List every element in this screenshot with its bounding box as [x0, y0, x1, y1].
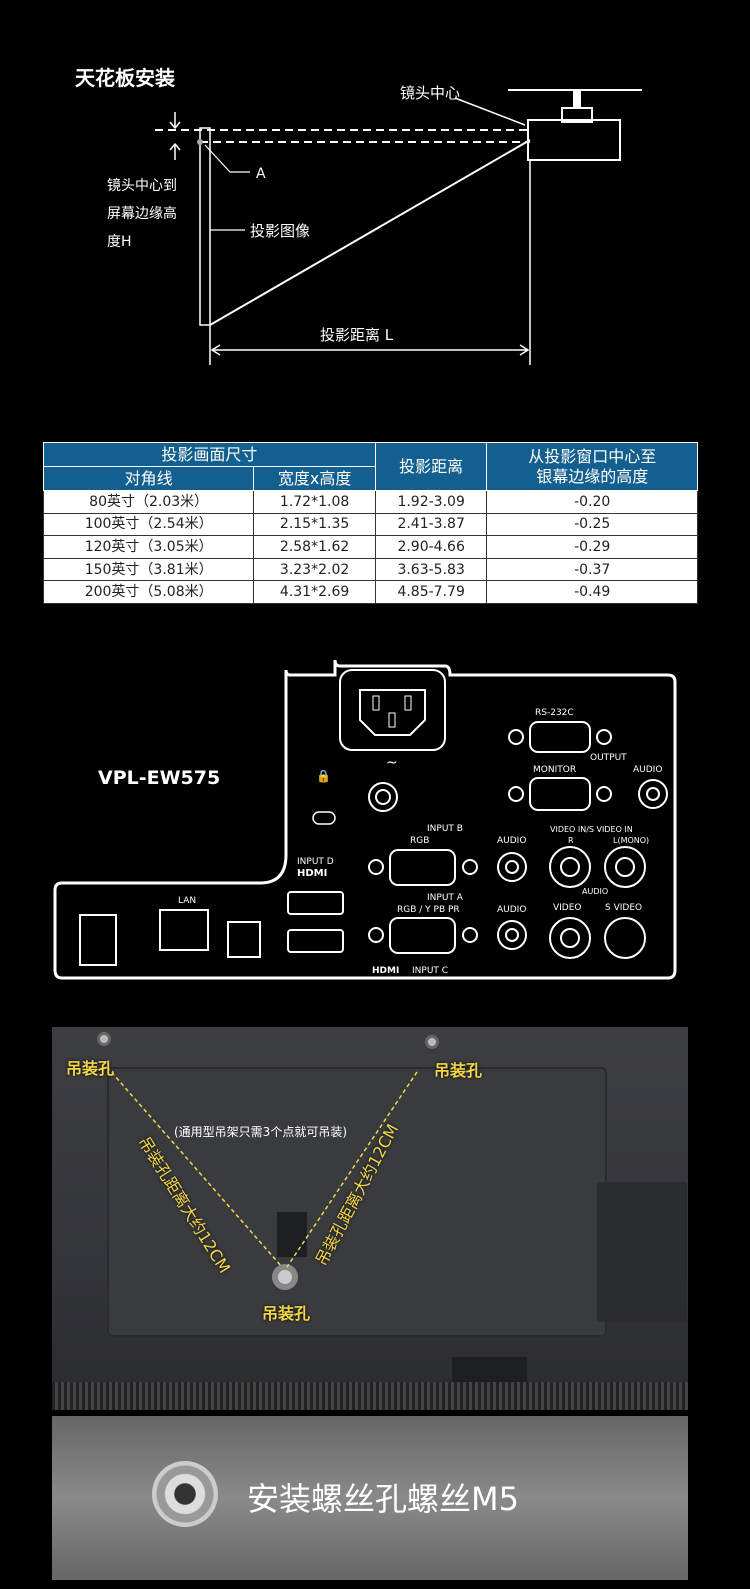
- output-label: OUTPUT: [590, 753, 627, 763]
- diagram-title: 天花板安装: [75, 66, 175, 90]
- cell: 1.92-3.09: [374, 490, 488, 514]
- connector-panel: VPL-EW575 ~ 🔒 RS-232C OUTPUT MONITOR AUD…: [53, 659, 677, 980]
- cell: 120英寸（3.05米）: [42, 535, 255, 559]
- screw-hole-icon: [152, 1461, 218, 1527]
- video-audio-label: AUDIO: [582, 887, 608, 896]
- l-mono-label: L(MONO): [613, 836, 649, 845]
- hanging-hole-left: [97, 1032, 111, 1046]
- screw-banner-text: 安装螺丝孔螺丝M5: [247, 1480, 519, 1518]
- cell: 100英寸（2.54米）: [42, 512, 255, 537]
- input-b-audio-label: AUDIO: [497, 836, 526, 846]
- video-in-label: VIDEO IN/S VIDEO IN: [550, 825, 633, 834]
- cell: 2.58*1.62: [253, 535, 376, 559]
- r-label: R: [568, 836, 574, 845]
- header-screen-size: 投影画面尺寸: [43, 442, 376, 467]
- cell: -0.29: [486, 535, 698, 559]
- cell: 3.23*2.02: [253, 557, 376, 582]
- header-height-line1: 从投影窗口中心至: [528, 446, 657, 466]
- monitor-label: MONITOR: [533, 765, 576, 775]
- cell: 2.90-4.66: [374, 535, 488, 559]
- cell: 1.72*1.08: [253, 490, 376, 514]
- projection-size-table: 投影画面尺寸 投影距离 从投影窗口中心至银幕边缘的高度 对角线 宽度x高度 80…: [42, 442, 698, 604]
- video-label: VIDEO: [553, 903, 582, 913]
- header-height: 从投影窗口中心至银幕边缘的高度: [486, 442, 698, 491]
- projector-bottom-photo: 吊装孔 吊装孔 吊装孔 (通用型吊架只需3个点就可吊装) 吊装孔距离大约12CM…: [52, 1027, 688, 1410]
- input-b-label: INPUT B: [427, 824, 463, 834]
- rgb-label: RGB: [410, 836, 429, 846]
- hdmi-d-port: [287, 891, 344, 915]
- model-name: VPL-EW575: [98, 767, 220, 789]
- projected-image-label: 投影图像: [250, 222, 310, 240]
- usb-a-port: [79, 914, 117, 966]
- cell: -0.37: [486, 557, 698, 582]
- cell: -0.49: [486, 580, 698, 604]
- lens-edge-line1: 镜头中心到: [107, 178, 177, 194]
- header-diagonal: 对角线: [42, 466, 255, 491]
- distance-label: 投影距离 L: [320, 326, 394, 344]
- input-a-audio-label: AUDIO: [497, 905, 526, 915]
- cell: -0.25: [486, 512, 698, 537]
- cell: 80英寸（2.03米）: [42, 490, 255, 514]
- hdmi-d-logo: HDMI: [297, 868, 327, 879]
- lens-edge-line3: 度H: [107, 234, 132, 250]
- input-c-label: INPUT C: [412, 966, 448, 976]
- hole-label-left: 吊装孔: [66, 1059, 115, 1078]
- kensington-lock-icon: 🔒: [316, 769, 331, 783]
- lan-label: LAN: [178, 896, 196, 906]
- header-width-height: 宽度x高度: [253, 466, 376, 491]
- input-d-label: INPUT D: [297, 857, 334, 867]
- screen-shape: [199, 127, 211, 326]
- lens-edge-line2: 屏幕边缘高: [107, 205, 177, 222]
- monitor-port: [529, 777, 591, 811]
- header-height-line2: 银幕边缘的高度: [536, 466, 649, 486]
- cell: 4.85-7.79: [374, 580, 488, 604]
- header-distance: 投影距离: [374, 442, 488, 491]
- cell: 3.63-5.83: [374, 557, 488, 582]
- usb-b-port: [227, 921, 261, 958]
- rgb-ypbpr-port: [389, 917, 456, 954]
- cell: 2.41-3.87: [374, 512, 488, 537]
- hdmi-c-port: [287, 929, 344, 953]
- mount-note: (通用型吊架只需3个点就可吊装): [174, 1125, 347, 1139]
- cell: 2.15*1.35: [253, 512, 376, 537]
- lens-center-label: 镜头中心: [400, 84, 460, 102]
- output-audio-label: AUDIO: [633, 765, 662, 775]
- rgb-port: [389, 849, 456, 886]
- hanging-hole-bottom: [272, 1264, 298, 1290]
- rs232c-port: [529, 721, 591, 753]
- input-a-label: INPUT A: [427, 893, 464, 903]
- ceiling-install-diagram: 天花板安装 镜头中心 A 镜头中心到 屏幕边缘高 度H 投影图像 投影距离 L: [75, 66, 642, 365]
- s-video-port: [604, 917, 646, 959]
- point-a-label: A: [256, 166, 266, 182]
- lan-port: [159, 909, 209, 951]
- hole-label-bottom: 吊装孔: [262, 1304, 311, 1323]
- s-video-label: S VIDEO: [605, 903, 642, 913]
- hanging-hole-right: [425, 1035, 439, 1049]
- cell: 4.31*2.69: [253, 580, 376, 604]
- cell: 150英寸（3.81米）: [42, 557, 255, 582]
- cell: 200英寸（5.08米）: [42, 580, 255, 604]
- rs232c-label: RS-232C: [535, 708, 574, 718]
- hole-label-right: 吊装孔: [434, 1061, 483, 1080]
- screw-banner: 安装螺丝孔螺丝M5: [52, 1416, 688, 1580]
- svg-text:~: ~: [386, 755, 398, 771]
- rgb-ypbpr-label: RGB / Y PB PR: [397, 905, 460, 915]
- projector-icon: [527, 119, 621, 161]
- hdmi-c-logo: HDMI: [372, 966, 399, 976]
- cell: -0.20: [486, 490, 698, 514]
- power-socket-icon: [339, 669, 446, 751]
